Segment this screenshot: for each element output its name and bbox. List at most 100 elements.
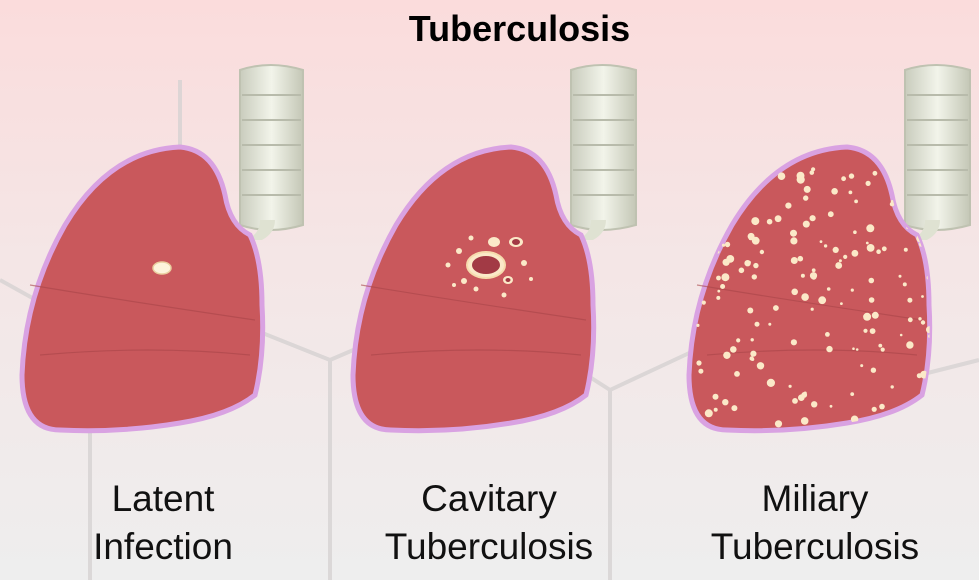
caption: Miliary Tuberculosis	[652, 475, 978, 571]
miliary-nodule	[921, 295, 924, 298]
miliary-nodule	[863, 329, 867, 333]
miliary-nodule	[856, 348, 859, 351]
miliary-nodule	[750, 351, 756, 357]
miliary-nodule	[751, 338, 754, 341]
caption-line-1: Latent	[0, 475, 326, 523]
miliary-nodule	[716, 296, 720, 300]
miliary-nodule	[702, 301, 706, 305]
miliary-nodule	[714, 408, 718, 412]
miliary-nodule	[810, 170, 815, 175]
caption-line-2: Infection	[0, 523, 326, 571]
miliary-nodule	[761, 152, 766, 157]
caption: Cavitary Tuberculosis	[326, 475, 652, 571]
miliary-nodule	[801, 417, 809, 425]
miliary-nodule	[757, 362, 764, 369]
miliary-nodule	[866, 242, 869, 245]
miliary-nodule	[872, 312, 879, 319]
miliary-nodule	[843, 255, 847, 259]
miliary-nodule	[801, 274, 805, 278]
miliary-nodule	[869, 278, 875, 284]
miliary-nodule	[899, 275, 902, 278]
miliary-nodule	[835, 262, 842, 269]
miliary-nodule	[716, 211, 719, 214]
miliary-nodule	[812, 268, 816, 272]
miliary-nodule	[810, 215, 816, 221]
miliary-nodule	[833, 247, 839, 253]
miliary-nodule	[725, 155, 732, 162]
miliary-nodule	[722, 244, 725, 247]
miliary-nodule	[750, 356, 754, 360]
miliary-nodule	[785, 203, 791, 209]
miliary-nodule	[708, 223, 713, 228]
miliary-nodule	[790, 230, 797, 237]
miliary-nodule	[882, 246, 887, 251]
miliary-nodule	[851, 289, 854, 292]
miliary-nodule	[723, 352, 730, 359]
miliary-nodule	[731, 405, 737, 411]
lung-cavitary-tuberculosis	[326, 55, 652, 475]
miliary-nodule	[716, 276, 721, 281]
miliary-nodule	[841, 176, 846, 181]
miliary-nodule	[801, 293, 809, 301]
miliary-nodule	[852, 347, 855, 350]
miliary-nodule	[849, 191, 853, 195]
miliary-nodule	[730, 346, 737, 353]
miliary-nodule	[707, 254, 712, 259]
miliary-nodule	[775, 215, 782, 222]
miliary-nodule	[696, 360, 701, 365]
miliary-nodule	[869, 297, 875, 303]
miliary-nodule	[789, 385, 792, 388]
miliary-nodule	[830, 405, 833, 408]
miliary-nodule	[876, 249, 881, 254]
miliary-nodule	[825, 332, 830, 337]
miliary-nodule	[753, 263, 758, 268]
miliary-nodule	[792, 398, 798, 404]
panel-latent-infection: Latent Infection	[0, 55, 326, 580]
panel-cavitary-tuberculosis: Cavitary Tuberculosis	[326, 55, 652, 580]
miliary-nodule	[717, 290, 720, 293]
page-title: Tuberculosis	[0, 8, 979, 50]
miliary-nodule	[820, 240, 823, 243]
miliary-nodule	[729, 193, 733, 197]
miliary-nodule	[768, 323, 771, 326]
caption: Latent Infection	[0, 475, 326, 571]
miliary-nodule	[804, 186, 811, 193]
miliary-nodule	[906, 341, 913, 348]
miliary-nodule	[904, 248, 908, 252]
miliary-nodule	[773, 305, 779, 311]
miliary-nodule	[736, 338, 740, 342]
miliary-nodule	[871, 368, 876, 373]
miliary-nodule	[722, 399, 728, 405]
miliary-nodule	[826, 346, 832, 352]
miliary-nodule	[791, 339, 797, 345]
miliary-nodule	[722, 222, 727, 227]
miliary-nodule	[918, 317, 921, 320]
miliary-nodule	[715, 172, 719, 176]
miliary-nodule	[849, 173, 854, 178]
miliary-nodule	[797, 172, 805, 180]
miliary-nodule	[734, 371, 740, 377]
lung-miliary-tuberculosis	[652, 55, 978, 475]
miliary-nodule	[879, 404, 885, 410]
panel-miliary-tuberculosis: Miliary Tuberculosis	[652, 55, 978, 580]
miliary-nodule	[728, 199, 731, 202]
miliary-nodule	[778, 172, 786, 180]
lung-latent-infection	[0, 55, 326, 475]
miliary-nodule	[853, 230, 857, 234]
miliary-nodule	[747, 308, 753, 314]
miliary-nodule	[696, 324, 699, 327]
lung-lobe	[353, 147, 594, 431]
miliary-nodule	[903, 282, 907, 286]
miliary-nodule	[927, 385, 934, 392]
miliary-nodule	[790, 237, 797, 244]
miliary-nodule	[921, 320, 925, 324]
miliary-nodule	[773, 161, 776, 164]
caption-line-2: Tuberculosis	[652, 523, 978, 571]
miliary-nodule	[752, 167, 757, 172]
miliary-nodule	[791, 289, 798, 296]
miliary-nodule	[698, 369, 703, 374]
miliary-nodule	[767, 219, 773, 225]
lung-lobe	[22, 147, 263, 431]
caption-line-1: Cavitary	[326, 475, 652, 523]
miliary-nodule	[811, 401, 817, 407]
